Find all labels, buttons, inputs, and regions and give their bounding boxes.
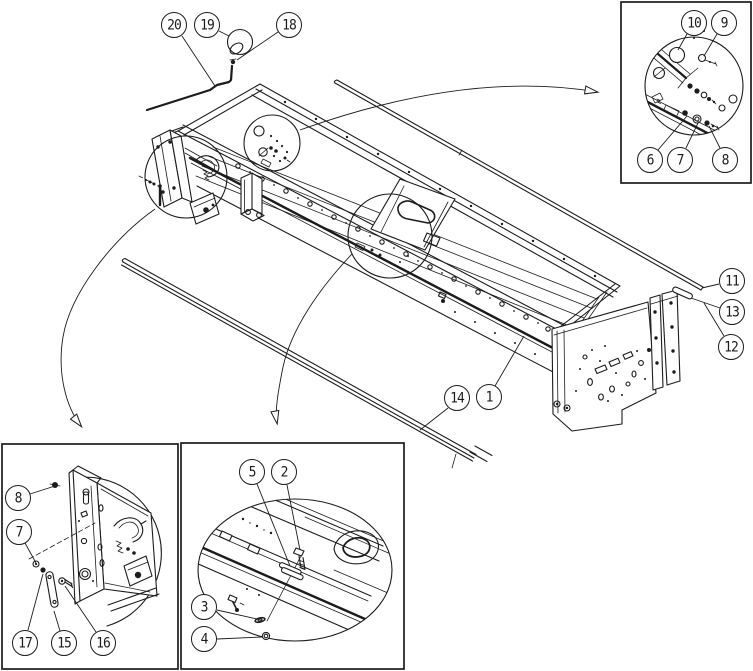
zoom-arc-to-bottom-left: [60, 208, 156, 429]
callout-9-label: 9: [720, 14, 729, 32]
detail-bubble-bottom-center: [197, 498, 393, 642]
callout-4-label: 4: [200, 630, 209, 648]
rod-part-11: [333, 79, 704, 291]
callout-4: 4: [191, 626, 217, 652]
support-leg: [240, 172, 265, 222]
detail-view-bottom-left: [1, 443, 179, 670]
detail-bubble-left: [144, 135, 228, 219]
callout-8-left: 8: [5, 485, 31, 511]
callout-7-left: 7: [6, 519, 32, 545]
callout-10: 10: [681, 10, 707, 36]
hardware-parts-2-5-3-4: [227, 547, 306, 641]
callout-18: 18: [276, 12, 302, 38]
detail-bubble-top: [243, 114, 301, 172]
callout-19-label: 19: [200, 16, 215, 34]
right-end-plate: [551, 301, 657, 432]
callout-19: 19: [194, 12, 220, 38]
callout-leader-lines: [24, 30, 725, 640]
callout-20: 20: [161, 12, 187, 38]
knob-part-19: [226, 28, 254, 56]
detail-bubble-middle: [347, 193, 433, 279]
callout-16: 16: [90, 630, 116, 656]
strip-part-14: [120, 257, 493, 469]
callout-1: 1: [476, 384, 502, 410]
center-brace: [370, 178, 456, 251]
callout-11: 11: [719, 268, 745, 294]
zoom-arrows: [60, 85, 600, 429]
callout-15: 15: [51, 630, 77, 656]
zoom-arc-to-top-right: [299, 85, 600, 131]
right-mount-bracket: [647, 289, 681, 391]
callout-20-label: 20: [167, 16, 182, 34]
callout-6-label: 6: [646, 151, 655, 169]
callout-17: 17: [12, 630, 38, 656]
detail-view-bottom-center: [180, 442, 405, 670]
rod-part-20: [145, 58, 237, 112]
callout-17-label: 17: [18, 634, 33, 652]
sleeve-part-13: [672, 286, 693, 300]
callout-5-label: 5: [248, 463, 257, 481]
callout-2: 2: [271, 459, 297, 485]
callout-8-left-label: 8: [14, 489, 23, 507]
callout-8-top-label: 8: [721, 151, 730, 169]
callout-7-left-label: 7: [15, 523, 24, 541]
pin-part-18: [230, 59, 236, 65]
callout-5: 5: [239, 459, 265, 485]
callout-2-label: 2: [280, 463, 289, 481]
callout-9: 9: [711, 10, 737, 36]
callout-6: 6: [637, 147, 663, 173]
callout-14-label: 14: [450, 389, 465, 407]
left-end-assembly: [138, 129, 220, 225]
callout-13-label: 13: [725, 303, 740, 321]
detail-bubble-top-right: [644, 36, 744, 136]
callout-13: 13: [719, 299, 745, 325]
front-rail-hole-row: [235, 163, 551, 332]
callout-11-label: 11: [725, 272, 740, 290]
callout-10-label: 10: [687, 14, 702, 32]
callout-7-top-label: 7: [676, 151, 685, 169]
callout-3-label: 3: [200, 598, 209, 616]
main-assembly-frame: [138, 83, 681, 432]
callout-15-label: 15: [57, 634, 72, 652]
callout-12: 12: [718, 334, 744, 360]
callout-18-label: 18: [282, 16, 297, 34]
callout-14: 14: [444, 385, 470, 411]
callout-16-label: 16: [96, 634, 111, 652]
callout-7-top: 7: [667, 147, 693, 173]
back-rail-bolt-row: [283, 100, 597, 278]
callout-12-label: 12: [724, 338, 739, 356]
detail-bubble-bottom-left: [73, 476, 162, 627]
callout-8-top: 8: [712, 147, 738, 173]
zoom-arc-to-bottom-center: [270, 253, 353, 426]
callout-3: 3: [191, 594, 217, 620]
callout-1-label: 1: [485, 388, 494, 406]
